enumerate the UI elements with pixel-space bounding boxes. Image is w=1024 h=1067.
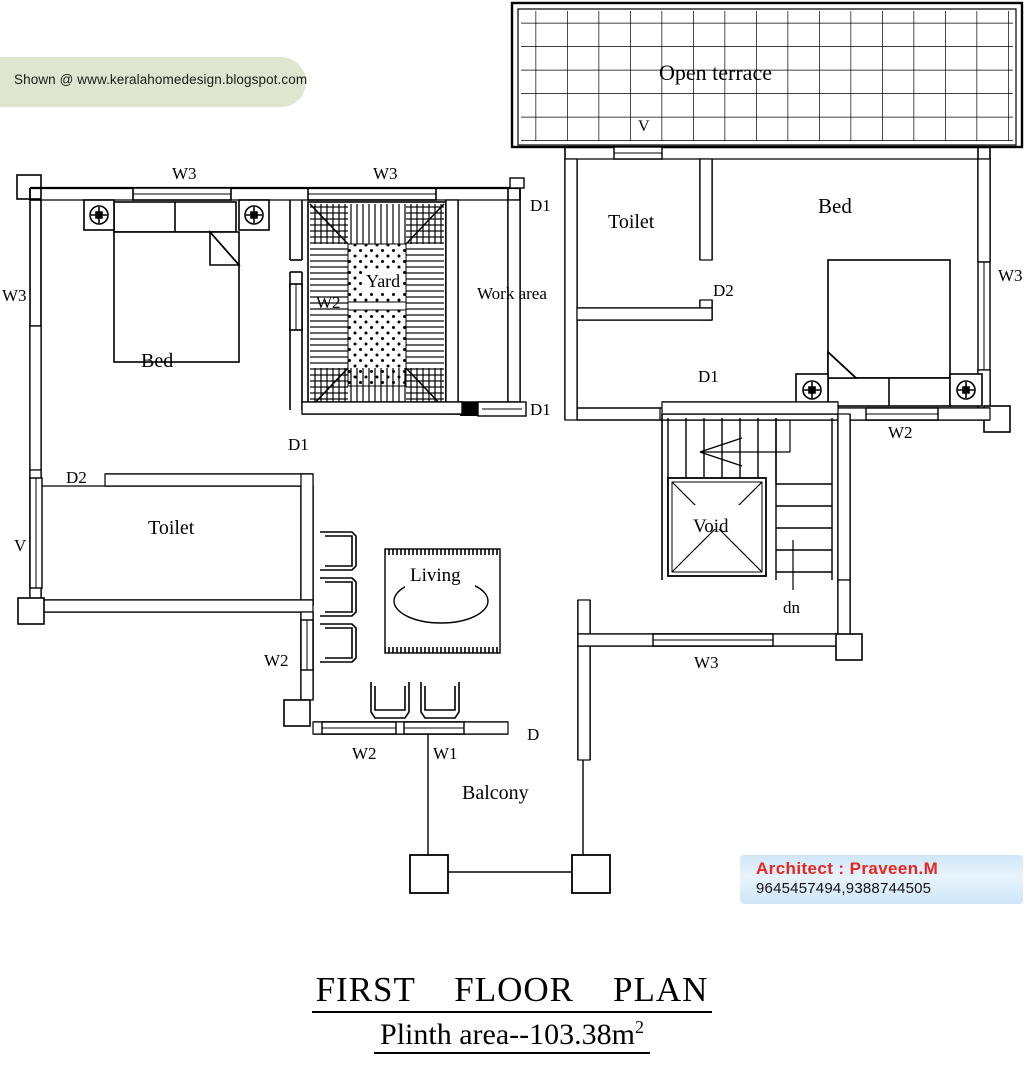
watermark-badge: Shown @ www.keralahomedesign.blogspot.co…: [0, 57, 308, 107]
room-label-open-terrace: Open terrace: [659, 60, 772, 85]
corridor-lower-right-walls: [577, 579, 863, 761]
opening-label-d1-terrace-left: D1: [530, 196, 551, 215]
wall-living-left: [283, 611, 314, 727]
architect-name: Architect : Praveen.M: [756, 859, 939, 878]
stair-void-block: [661, 401, 851, 590]
opening-label-w2-left-mid: W2: [264, 651, 289, 670]
opening-label-d2-toilet-lower: D2: [66, 468, 87, 487]
opening-label-w3-top-left: W3: [172, 164, 197, 183]
window-w3-top-mid: [307, 187, 437, 201]
opening-label-w2-right-bed: W2: [888, 423, 913, 442]
living-chairs-left: [320, 531, 357, 663]
opening-label-v-terrace: V: [638, 118, 650, 135]
living-rug: [384, 548, 501, 654]
opening-label-w3-right-bed: W3: [998, 266, 1023, 285]
toilet-upper-walls: [576, 146, 713, 321]
open-terrace-outline: [510, 1, 1024, 149]
opening-label-d1-stair: D1: [698, 367, 719, 386]
bed-left-furniture: [83, 199, 270, 363]
opening-label-w2-yard: W2: [316, 293, 341, 312]
title-block: FIRST FLOOR PLAN Plinth area--103.38m2: [0, 971, 1024, 1054]
room-label-yard: Yard: [364, 271, 403, 292]
watermark-text: Shown @ www.keralahomedesign.blogspot.co…: [14, 72, 308, 87]
opening-label-w1-balcony: W1: [433, 744, 458, 763]
work-area-walls: [445, 188, 527, 417]
plinth-area: Plinth area--103.38m2: [374, 1016, 650, 1054]
room-label-work-area: Work area: [477, 284, 547, 303]
opening-label-dn-stair: dn: [783, 598, 800, 617]
balcony-chairs: [370, 682, 460, 719]
opening-label-w3-bottom-right: W3: [694, 653, 719, 672]
opening-label-w3-left-upper: W3: [2, 286, 27, 305]
wall-yard-bottom: [301, 401, 463, 415]
room-label-balcony: Balcony: [462, 782, 529, 804]
room-label-living: Living: [410, 565, 461, 586]
opening-label-d-balcony: D: [527, 725, 540, 744]
bed-right-furniture: [795, 259, 983, 407]
opening-label-d2-toilet-upper: D2: [713, 281, 734, 300]
architect-phones: 9645457494,9388744505: [756, 880, 932, 897]
window-w2-yard: [289, 283, 303, 331]
window-w3-top-left: [132, 187, 232, 201]
room-label-void: Void: [693, 516, 729, 537]
room-label-bed-left: Bed: [141, 350, 174, 372]
balcony-parapet: [312, 721, 611, 894]
toilet-lower-walls: [17, 473, 314, 625]
opening-label-v-left: V: [14, 536, 27, 555]
page-title: FIRST FLOOR PLAN: [311, 971, 713, 1013]
opening-label-w3-top-mid: W3: [373, 164, 398, 183]
plinth-area-exponent: 2: [634, 1016, 644, 1037]
architect-badge: Architect : Praveen.M 9645457494,9388744…: [740, 855, 1023, 904]
room-label-toilet-upper: Toilet: [608, 211, 655, 233]
plinth-area-text: Plinth area--103.38m: [380, 1017, 635, 1051]
opening-label-w2-balcony: W2: [352, 744, 377, 763]
opening-label-d1-yard-bottom: D1: [288, 435, 309, 454]
room-label-toilet-lower: Toilet: [148, 517, 195, 539]
opening-label-d1-work-bottom: D1: [530, 400, 551, 419]
room-label-bed-right: Bed: [818, 194, 852, 218]
door-d1-terrace: [509, 177, 525, 189]
